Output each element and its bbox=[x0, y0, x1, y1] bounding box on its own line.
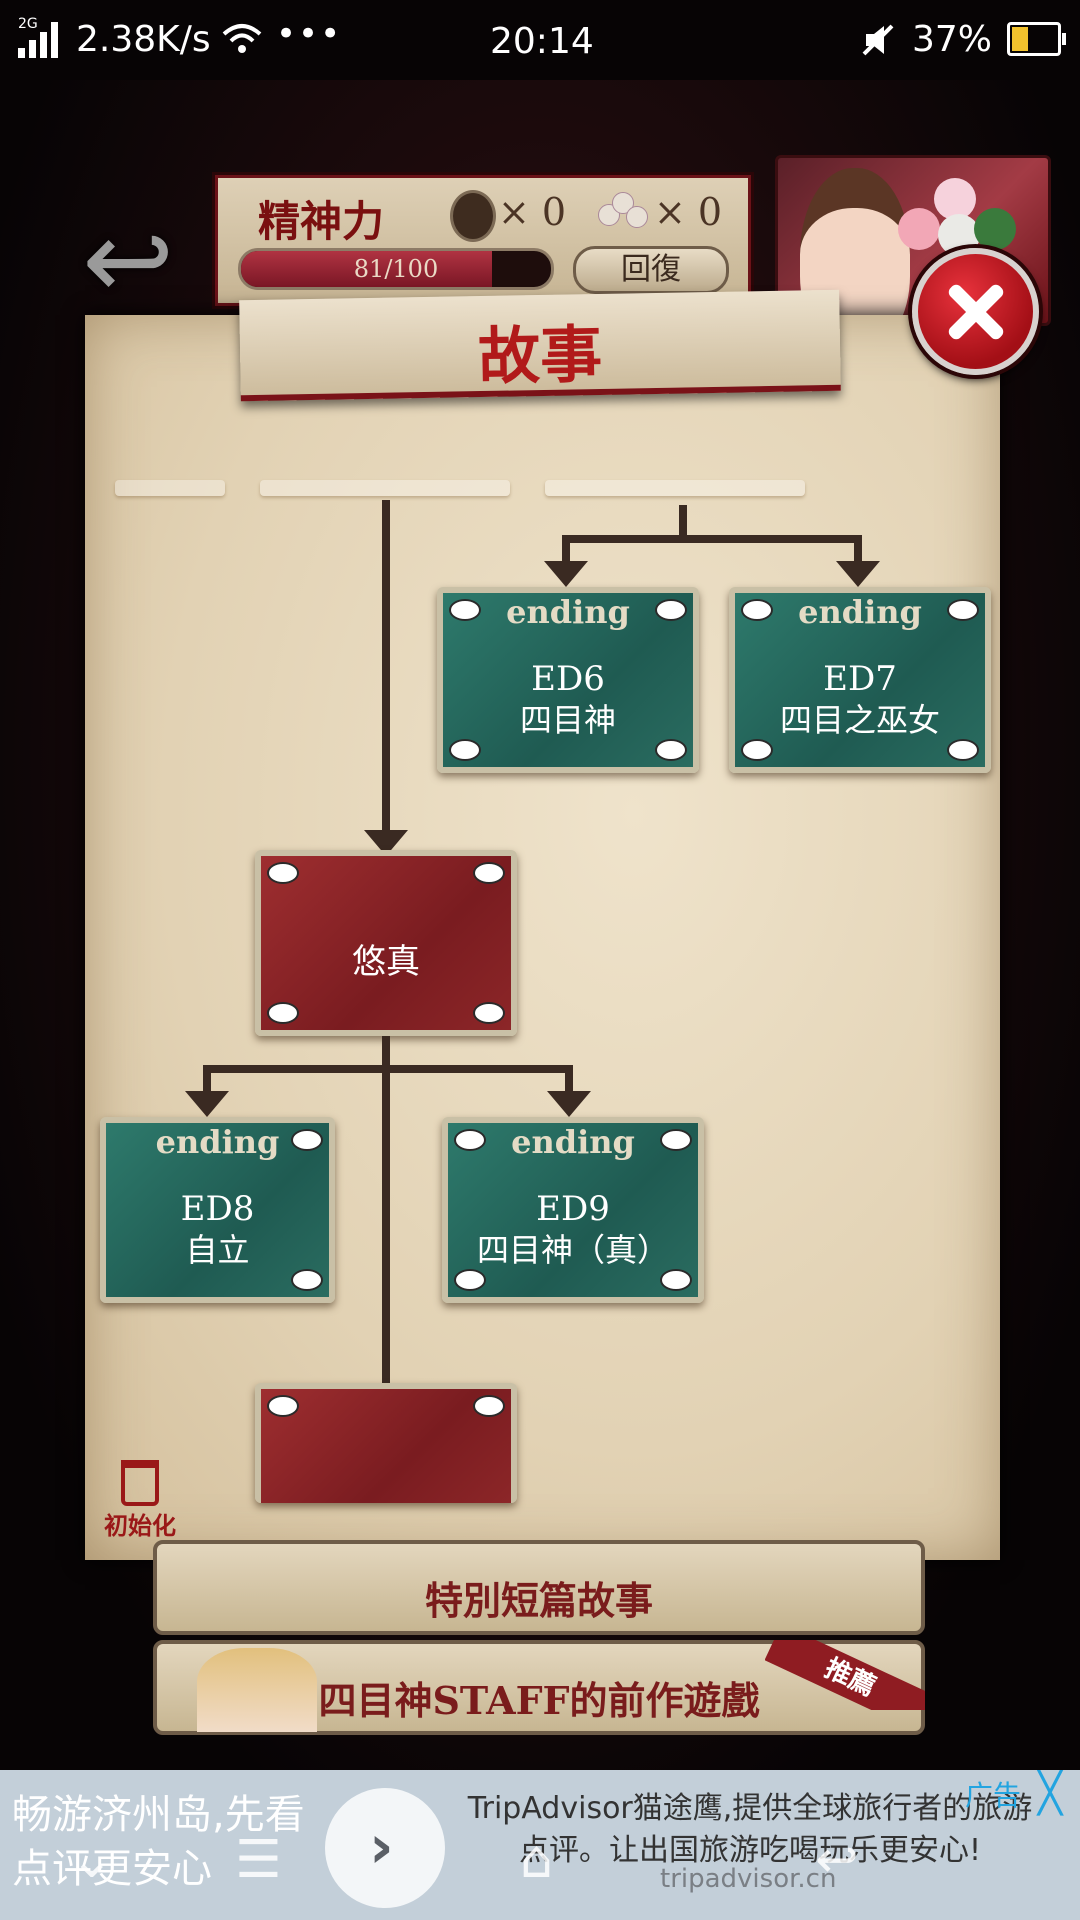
dango-item-icon bbox=[598, 188, 650, 236]
connector-line bbox=[565, 1065, 573, 1100]
staff-game-button[interactable]: 四目神STAFF的前作遊戲 推薦 bbox=[153, 1640, 925, 1735]
ending-code: ED8 bbox=[180, 1189, 255, 1229]
mute-icon bbox=[862, 24, 894, 56]
spirit-value: 81/100 bbox=[353, 255, 439, 283]
ending-tag: ending bbox=[511, 1123, 635, 1161]
ending-code: ED9 bbox=[536, 1189, 610, 1229]
nav-down-icon[interactable]: ⌄ bbox=[70, 1830, 114, 1890]
next-button[interactable]: › bbox=[325, 1788, 445, 1908]
character-portrait bbox=[197, 1648, 317, 1732]
story-title-banner: 故事 bbox=[239, 289, 841, 402]
ending-title: 自立 bbox=[185, 1231, 250, 1269]
more-indicator: ••• bbox=[276, 14, 343, 54]
route-card-yuma[interactable]: 悠真 bbox=[255, 850, 517, 1036]
spirit-panel: 精神力 × 0 × 0 81/100 回復 bbox=[215, 175, 751, 306]
nav-back-icon[interactable]: ↩ bbox=[815, 1830, 859, 1890]
special-story-button[interactable]: 特別短篇故事 bbox=[153, 1540, 925, 1635]
ad-left-text: 畅游济州岛,先看点评更安心 bbox=[12, 1792, 305, 1892]
ending-code: ED6 bbox=[531, 659, 605, 699]
ending-card-ed9[interactable]: ending ED9 四目神（真） bbox=[442, 1117, 704, 1303]
nav-home-icon[interactable]: ⌂ bbox=[520, 1830, 554, 1890]
reset-button[interactable]: 初始化 bbox=[95, 1460, 185, 1541]
ending-code: ED7 bbox=[823, 659, 897, 699]
recommend-badge: 推薦 bbox=[765, 1640, 925, 1710]
ad-domain: tripadvisor.cn bbox=[660, 1864, 837, 1894]
ending-tag: ending bbox=[798, 593, 922, 631]
connector-arrow bbox=[544, 561, 588, 587]
ad-banner[interactable]: 畅游济州岛,先看点评更安心 TripAdvisor猫途鹰,提供全球旅行者的旅游点… bbox=[0, 1770, 1080, 1920]
staff-game-label: 四目神STAFF的前作遊戲 bbox=[318, 1678, 760, 1723]
item-a-count: × 0 bbox=[498, 190, 567, 234]
ending-title: 四目之巫女 bbox=[779, 701, 940, 739]
story-chart-panel[interactable]: ending ED6 四目神 ending ED7 四目之巫女 悠真 endin… bbox=[85, 315, 1000, 1560]
route-title: 悠真 bbox=[352, 942, 420, 982]
ad-badge: 广告 bbox=[965, 1779, 1022, 1812]
close-icon[interactable] bbox=[912, 248, 1039, 375]
network-speed: 2.38K/s bbox=[76, 19, 211, 60]
connector-line bbox=[679, 505, 687, 540]
connector-line bbox=[203, 1065, 211, 1100]
item-b-count: × 0 bbox=[654, 190, 723, 234]
battery-icon bbox=[1007, 22, 1066, 56]
slot-placeholder bbox=[260, 480, 510, 496]
battery-percent: 37% bbox=[912, 19, 993, 60]
route-card-next[interactable] bbox=[255, 1383, 517, 1503]
connector-line bbox=[562, 535, 570, 570]
wifi-icon bbox=[222, 24, 262, 53]
back-icon[interactable]: ↩ bbox=[82, 196, 175, 324]
chevron-right-icon: › bbox=[369, 1812, 394, 1882]
panel-title: 故事 bbox=[477, 317, 603, 394]
spirit-label: 精神力 bbox=[258, 197, 385, 246]
connector-line bbox=[854, 535, 862, 570]
spirit-bar: 81/100 bbox=[238, 248, 554, 290]
connector-arrow bbox=[836, 561, 880, 587]
ending-tag: ending bbox=[506, 593, 630, 631]
incense-item-icon bbox=[450, 190, 496, 242]
connector-line bbox=[562, 535, 862, 543]
connector-line bbox=[203, 1065, 573, 1073]
ending-card-ed7[interactable]: ending ED7 四目之巫女 bbox=[729, 587, 991, 773]
connector-line bbox=[382, 500, 390, 845]
ad-headline[interactable]: TripAdvisor猫途鹰,提供全球旅行者的旅游点评。让出国旅游吃喝玩乐更安心… bbox=[467, 1791, 1033, 1868]
ending-card-ed6[interactable]: ending ED6 四目神 bbox=[437, 587, 699, 773]
slot-placeholder bbox=[545, 480, 805, 496]
trash-icon bbox=[121, 1460, 159, 1506]
ending-title: 四目神（真） bbox=[476, 1231, 669, 1269]
connector-line bbox=[382, 1036, 390, 1406]
recover-button[interactable]: 回復 bbox=[573, 246, 729, 294]
reset-label: 初始化 bbox=[104, 1511, 176, 1540]
nav-menu-icon[interactable]: ☰ bbox=[235, 1830, 282, 1890]
ending-card-ed8[interactable]: ending ED8 自立 bbox=[100, 1117, 335, 1303]
status-bar: 2G 2.38K/s ••• 20:14 37% bbox=[0, 0, 1080, 80]
connector-arrow bbox=[547, 1091, 591, 1117]
clock: 20:14 bbox=[490, 21, 594, 62]
ending-title: 四目神 bbox=[519, 701, 616, 739]
special-story-label: 特別短篇故事 bbox=[424, 1578, 653, 1623]
close-icon[interactable]: ╳ bbox=[1038, 1770, 1063, 1816]
connector-arrow bbox=[185, 1091, 229, 1117]
ending-tag: ending bbox=[155, 1123, 280, 1161]
network-type: 2G bbox=[18, 16, 38, 32]
slot-placeholder bbox=[115, 480, 225, 496]
